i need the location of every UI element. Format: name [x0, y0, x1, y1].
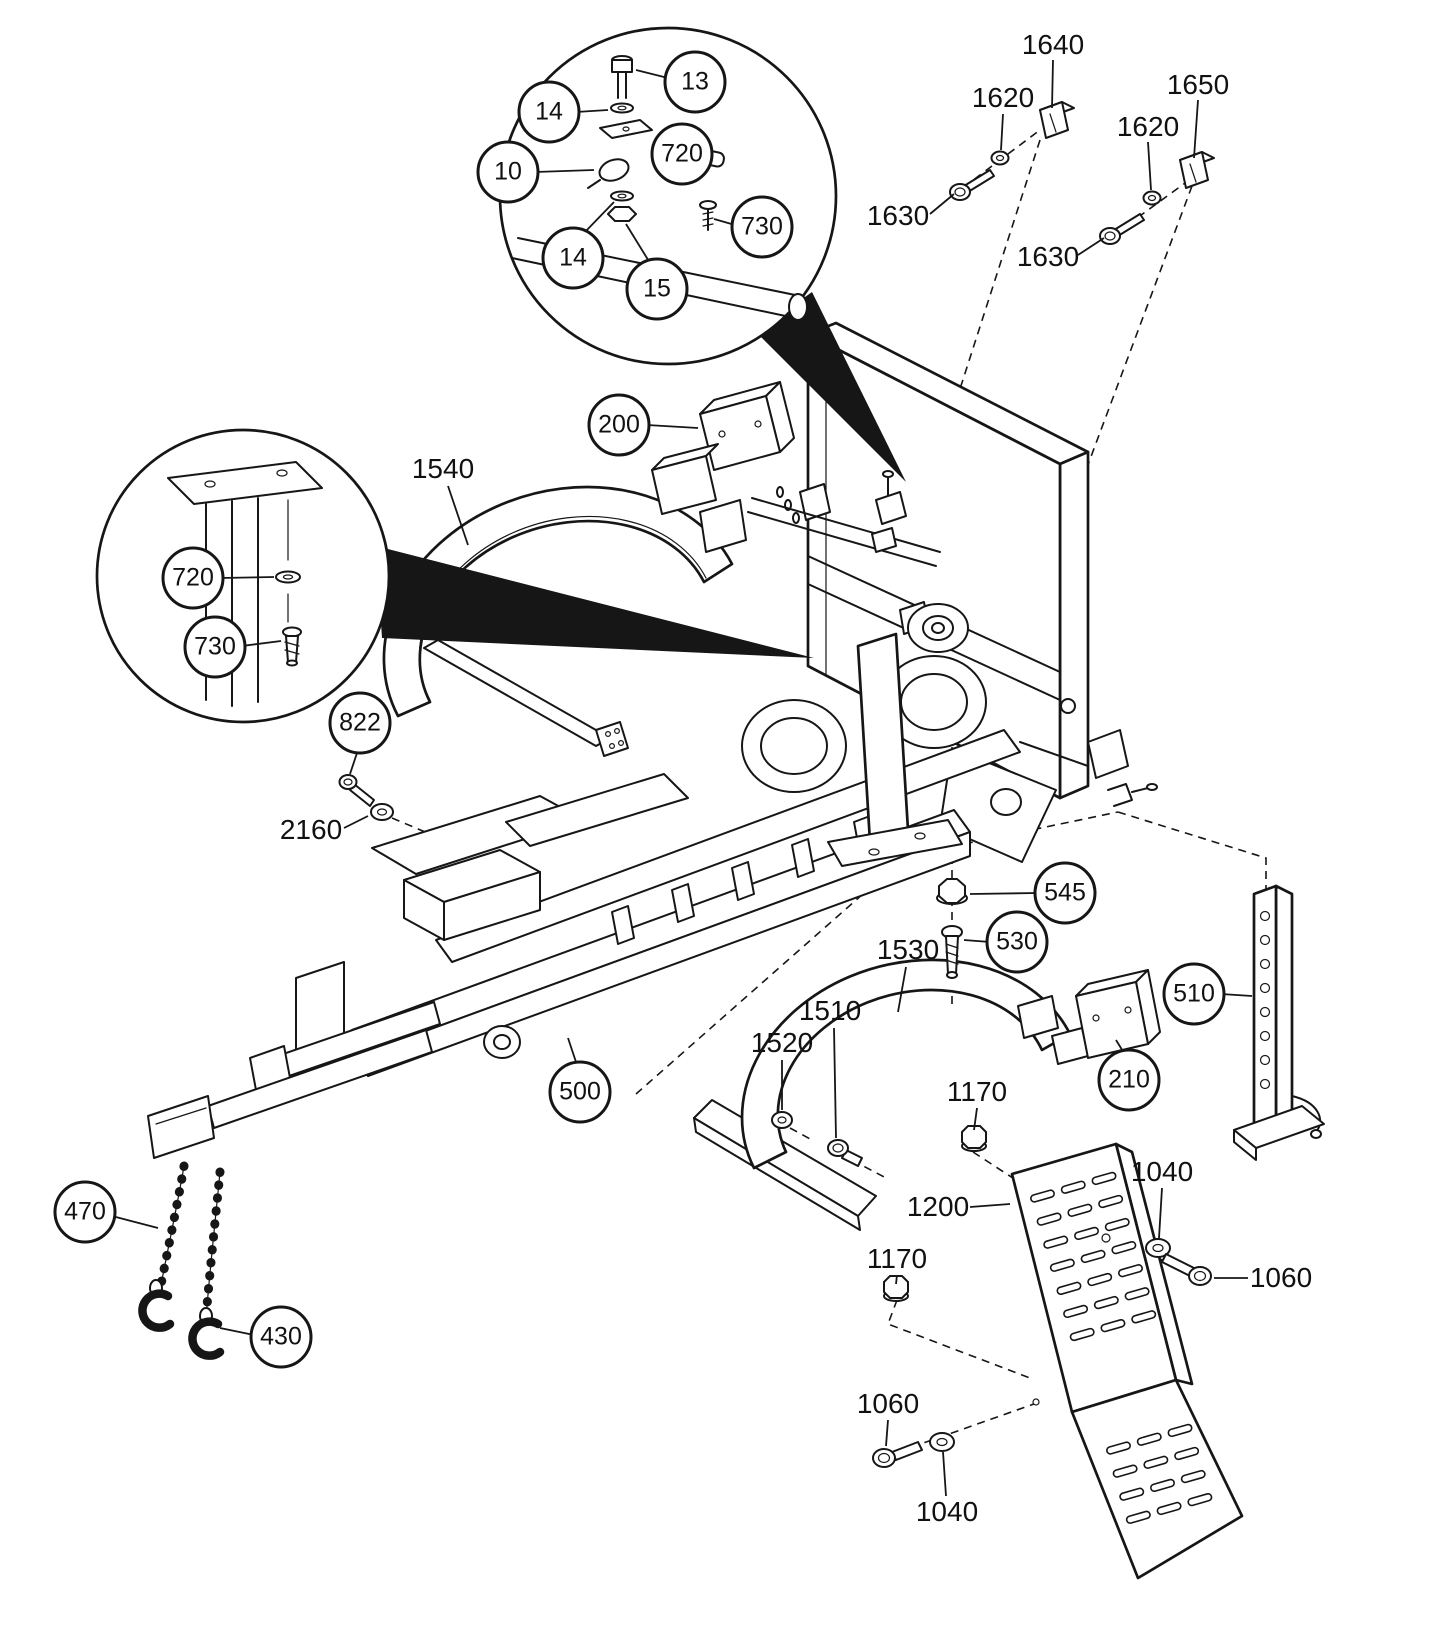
detail-inset-left [95, 428, 391, 724]
callout-balloon-200: 200 [587, 393, 651, 457]
washer-1520 [771, 1111, 793, 1129]
callout-label-1520: 1520 [750, 1027, 814, 1058]
callout-balloon-430: 430 [249, 1305, 313, 1369]
louvers-upper [1030, 1171, 1157, 1342]
fender-rear [693, 958, 1089, 1231]
callout-balloon-210: 210 [1097, 1048, 1161, 1112]
louvers-lower [1106, 1423, 1213, 1524]
callout-label-1040-a: 1040 [1130, 1156, 1194, 1187]
bolt-1630-a [949, 169, 995, 201]
washer-2160 [370, 803, 394, 821]
vented-cover [1010, 1142, 1244, 1580]
callout-balloon-500: 500 [548, 1060, 612, 1124]
washer-1620-a [990, 150, 1010, 166]
callout-label-1620-a: 1620 [971, 82, 1035, 113]
callout-label-1200: 1200 [906, 1191, 970, 1222]
detail-pointer-wedges [376, 292, 906, 658]
callout-balloon-730-b: 730 [183, 615, 247, 679]
callout-label-1060-a: 1060 [1249, 1262, 1313, 1293]
tail-lamp-front [651, 381, 795, 553]
callout-label-1630-b: 1630 [1016, 241, 1080, 272]
callout-balloon-470: 470 [53, 1180, 117, 1244]
safety-chains [138, 1161, 225, 1360]
callout-balloon-530: 530 [985, 910, 1049, 974]
callout-balloon-13: 13 [663, 50, 727, 114]
chain-hook-a [138, 1279, 175, 1332]
callout-label-2160: 2160 [279, 814, 343, 845]
washer-1620-b [1142, 190, 1162, 206]
bolt-1510 [827, 1139, 863, 1167]
tail-lamp-rear [1075, 969, 1161, 1059]
callout-label-1170-b: 1170 [866, 1243, 928, 1274]
callout-label-1620-b: 1620 [1116, 111, 1180, 142]
nut-1170-a [961, 1125, 987, 1152]
callout-label-1650: 1650 [1166, 69, 1230, 100]
bolt-1060-b [872, 1441, 923, 1468]
callout-label-1540: 1540 [411, 453, 475, 484]
callout-balloon-720-b: 720 [161, 546, 225, 610]
chain-hook-b [188, 1307, 225, 1360]
callout-leader-lines [111, 59, 1253, 1497]
callout-label-1040-b: 1040 [915, 1496, 979, 1527]
bolt-530 [941, 925, 963, 979]
bracket-1650 [1179, 151, 1215, 189]
callout-balloon-510: 510 [1162, 962, 1226, 1026]
bracket-1640 [1039, 101, 1075, 139]
callout-balloon-14-b: 14 [541, 226, 605, 290]
callout-balloon-15: 15 [625, 257, 689, 321]
callout-balloon-720-a: 720 [650, 122, 714, 186]
bolt-1060-a [1161, 1253, 1212, 1286]
callout-label-1060-b: 1060 [856, 1388, 920, 1419]
nut-1170-b [883, 1275, 909, 1302]
callout-label-1170-a: 1170 [946, 1076, 1008, 1107]
washer-1040-a [1145, 1238, 1171, 1258]
callout-balloon-14-a: 14 [517, 80, 581, 144]
callout-label-1530: 1530 [876, 934, 940, 965]
callout-balloon-822: 822 [328, 691, 392, 755]
washer-1040-b [929, 1432, 955, 1452]
callout-balloon-10: 10 [476, 140, 540, 204]
bolt-822 [338, 774, 375, 807]
callout-label-1630-a: 1630 [866, 200, 930, 231]
nut-545 [936, 878, 968, 905]
bolt-1630-b [1099, 213, 1145, 245]
callout-label-1510: 1510 [798, 995, 862, 1026]
jack-stand [1233, 884, 1325, 1161]
callout-balloon-545: 545 [1033, 861, 1097, 925]
callout-balloon-730-a: 730 [730, 195, 794, 259]
upright-mast [827, 632, 963, 867]
callout-label-1640: 1640 [1021, 29, 1085, 60]
